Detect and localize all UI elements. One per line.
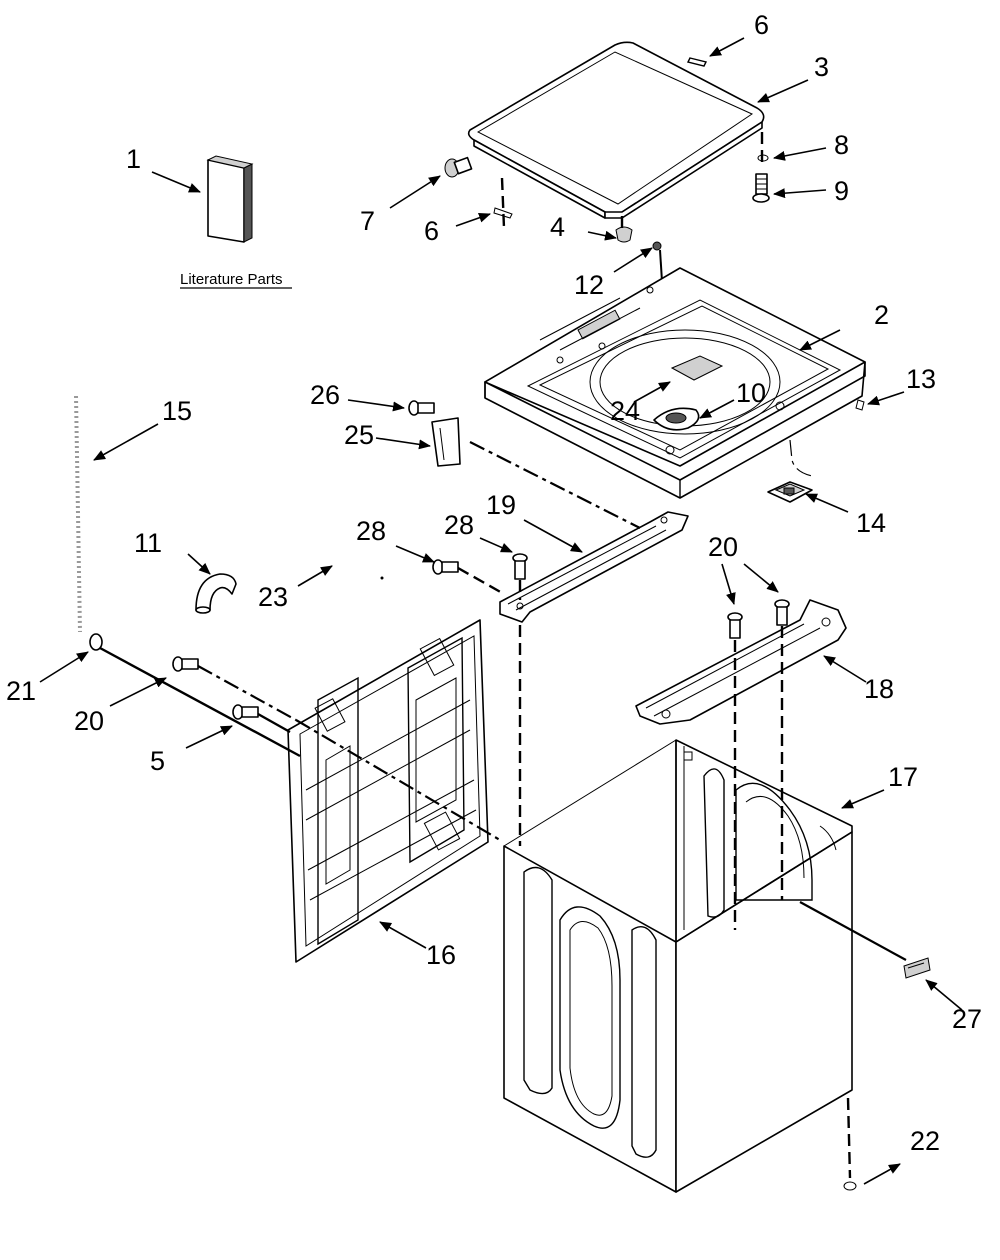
callout-13: 13: [906, 364, 936, 394]
part-13-clip: [855, 399, 865, 411]
callout-4: 4: [550, 212, 565, 242]
callout-9: 9: [834, 176, 849, 206]
callout-14: 14: [856, 508, 886, 538]
callout-18: 18: [864, 674, 894, 704]
callout-1: 1: [126, 144, 141, 174]
hinge-pin: [444, 156, 473, 178]
literature-booklet: Literature Parts: [180, 155, 292, 289]
callout-19: 19: [486, 490, 516, 520]
top-label: [670, 355, 724, 381]
callout-26: 26: [310, 380, 340, 410]
washer-cabinet: [503, 739, 853, 1193]
callout-6-bottom: 6: [424, 216, 439, 246]
screw-26: [408, 400, 435, 416]
lid-switch: [767, 439, 813, 503]
hose-clamp: [89, 633, 103, 651]
callout-12: 12: [574, 270, 604, 300]
callout-3: 3: [814, 52, 829, 82]
callout-17: 17: [888, 762, 918, 792]
leveling-foot: [843, 1181, 857, 1191]
part-23: [380, 576, 384, 580]
callout-11: 11: [134, 528, 162, 558]
screw-9: [752, 173, 770, 203]
callout-6-top: 6: [754, 10, 769, 40]
screw-20-a: [727, 612, 743, 639]
callout-21: 21: [6, 676, 36, 706]
rear-brace: [635, 599, 847, 725]
callout-5: 5: [150, 746, 165, 776]
callout-23: 23: [258, 582, 288, 612]
callout-24: 24: [610, 396, 640, 426]
screw-28-right: [512, 553, 528, 580]
callout-20-right: 20: [708, 532, 738, 562]
screw-20-b: [774, 599, 790, 626]
literature-parts-label: Literature Parts: [180, 271, 283, 288]
callout-15: 15: [162, 396, 192, 426]
callout-28-left: 28: [356, 516, 386, 546]
callout-7: 7: [360, 206, 375, 236]
assembly-lines: [99, 132, 907, 1179]
callout-2: 2: [874, 300, 889, 330]
callout-8: 8: [834, 130, 849, 160]
callout-10: 10: [736, 378, 766, 408]
leader-arrows: [39, 37, 963, 1185]
callout-22: 22: [910, 1126, 940, 1156]
callout-27: 27: [952, 1004, 982, 1034]
lid-clip-top: [686, 57, 708, 67]
model-badge: [903, 957, 931, 979]
screw-5: [232, 704, 259, 720]
hose-elbow: [195, 573, 237, 614]
callout-16: 16: [426, 940, 456, 970]
washer-lid: [467, 41, 765, 219]
lid-clip-bottom: [493, 207, 513, 219]
callout-28-right: 28: [444, 510, 474, 540]
callout-labels: 1 2 3 4 5 6 6 7 8 9 10 11 12 13 14 15 16…: [6, 10, 982, 1156]
callout-20-left: 20: [74, 706, 104, 736]
drain-hose: [74, 395, 82, 633]
bleach-dispenser: [653, 407, 700, 431]
top-panel: [484, 267, 866, 499]
hinge-bracket: [431, 417, 461, 467]
screw-20-left: [172, 656, 199, 672]
front-brace: [499, 511, 689, 623]
rear-panel: [287, 619, 489, 963]
screw-28-left: [432, 559, 459, 575]
lid-bumper: [615, 226, 633, 243]
callout-25: 25: [344, 420, 374, 450]
